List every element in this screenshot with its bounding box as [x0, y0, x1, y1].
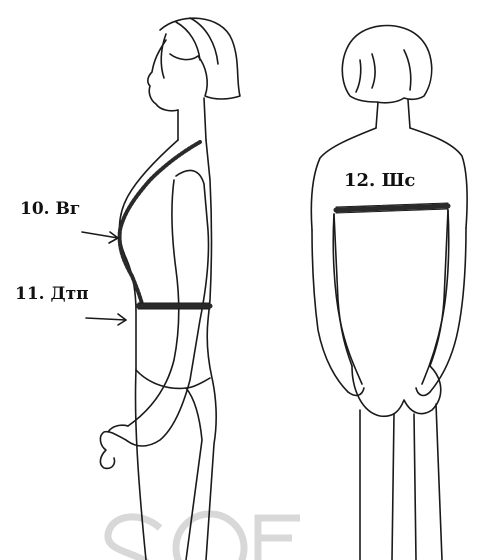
- side-view-figure: [82, 18, 240, 560]
- back-arm-left: [312, 230, 348, 392]
- side-back: [206, 140, 216, 560]
- back-buttocks: [352, 366, 441, 416]
- back-width-label: 12. Шс: [344, 172, 415, 190]
- back-view-figure: [311, 26, 467, 560]
- arrow-bust: [82, 232, 118, 238]
- bust-girth-label: 10. Вг: [20, 201, 80, 218]
- watermark-logo: [108, 514, 300, 560]
- side-leg: [136, 370, 202, 560]
- side-hand: [100, 432, 126, 469]
- bust-girth-tape: [120, 142, 200, 304]
- side-front-torso: [119, 140, 178, 370]
- waist-front-length-label: 11. Дтп: [15, 286, 89, 303]
- arrow-waist: [86, 318, 126, 320]
